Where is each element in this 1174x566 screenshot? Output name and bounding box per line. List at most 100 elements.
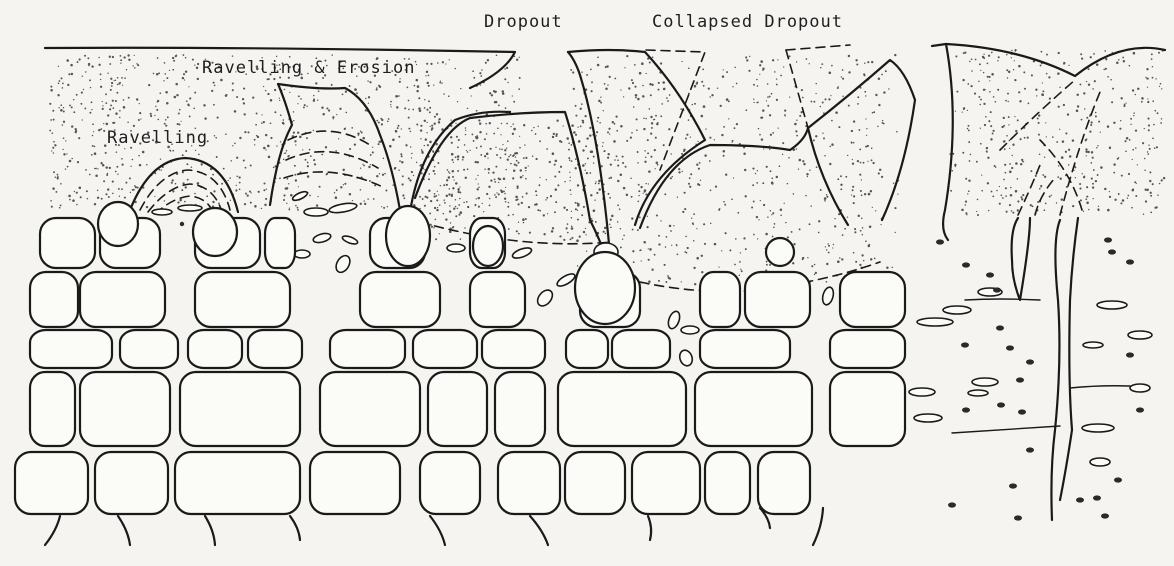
stipple-dot <box>662 81 665 84</box>
stipple-dot <box>648 183 649 184</box>
stipple-dot <box>67 84 69 86</box>
stipple-dot <box>579 236 581 238</box>
stipple-dot <box>1038 114 1040 116</box>
stipple-dot <box>864 193 866 195</box>
stipple-dot <box>1081 119 1083 121</box>
stipple-dot <box>1068 149 1070 151</box>
stipple-dot <box>666 236 668 238</box>
stipple-dot <box>1163 177 1165 179</box>
stipple-dot <box>703 105 706 108</box>
stipple-dot <box>1061 156 1064 159</box>
stipple-dot <box>494 194 496 196</box>
stipple-dot <box>336 114 337 115</box>
stipple-dot <box>218 203 220 205</box>
stipple-dot <box>577 204 580 207</box>
stipple-dot <box>381 119 383 121</box>
stipple-dot <box>183 182 185 184</box>
stipple-dot <box>983 103 985 105</box>
stipple-dot <box>117 84 119 86</box>
stipple-dot <box>682 171 683 172</box>
stipple-dot <box>597 121 598 122</box>
stipple-dot <box>609 224 611 226</box>
stipple-dot <box>75 128 77 130</box>
stipple-dot <box>473 77 475 79</box>
stipple-dot <box>593 209 596 212</box>
stipple-dot <box>851 143 852 144</box>
stipple-dot <box>859 148 861 150</box>
stipple-dot <box>265 90 267 92</box>
stipple-dot <box>720 105 722 107</box>
stipple-dot <box>568 157 570 159</box>
stipple-dot <box>1147 118 1149 120</box>
stipple-dot <box>658 82 660 84</box>
stipple-dot <box>372 151 374 153</box>
void-dot <box>961 342 969 347</box>
stipple-dot <box>805 195 807 197</box>
stipple-dot <box>703 85 705 87</box>
stipple-dot <box>820 106 822 108</box>
stipple-dot <box>97 190 99 192</box>
stipple-dot <box>688 119 690 121</box>
stipple-dot <box>763 204 765 206</box>
stipple-dot <box>875 210 876 211</box>
stipple-dot <box>734 67 736 69</box>
stipple-dot <box>484 138 486 140</box>
stipple-dot <box>600 96 601 97</box>
stipple-dot <box>643 241 646 244</box>
rock-block <box>248 330 302 368</box>
stipple-dot <box>856 64 858 66</box>
stipple-dot <box>842 96 844 98</box>
stipple-dot <box>519 57 520 58</box>
stipple-dot <box>50 119 52 121</box>
stipple-dot <box>569 160 570 161</box>
stipple-dot <box>309 149 311 151</box>
stipple-dot <box>446 179 448 181</box>
stipple-dot <box>555 160 558 163</box>
stipple-dot <box>543 214 545 216</box>
stipple-dot <box>1067 113 1069 115</box>
stipple-dot <box>1046 73 1048 75</box>
stipple-dot <box>684 251 686 253</box>
stipple-dot <box>299 136 302 139</box>
stipple-dot <box>774 71 776 73</box>
stipple-dot <box>607 131 609 133</box>
stipple-dot <box>821 63 823 65</box>
stipple-dot <box>641 62 644 65</box>
stipple-dot <box>643 128 645 130</box>
stipple-dot <box>194 92 196 94</box>
stipple-dot <box>623 96 624 97</box>
stipple-dot <box>982 56 984 58</box>
stipple-dot <box>757 170 758 171</box>
stipple-dot <box>187 179 189 181</box>
stipple-dot <box>411 157 412 158</box>
stipple-dot <box>976 211 977 212</box>
stipple-dot <box>175 83 178 86</box>
stipple-dot <box>523 124 525 126</box>
stipple-dot <box>424 99 425 100</box>
stipple-dot <box>118 82 120 84</box>
stipple-dot <box>189 97 191 99</box>
rock-block <box>830 330 905 368</box>
stipple-dot <box>1157 112 1159 114</box>
rock-block <box>558 372 686 446</box>
stipple-dot <box>703 223 705 225</box>
stipple-dot <box>650 132 652 134</box>
stipple-dot <box>313 98 315 100</box>
stipple-dot <box>655 137 657 139</box>
stipple-dot <box>854 231 856 233</box>
stipple-dot <box>1072 205 1074 207</box>
stipple-dot <box>503 191 505 193</box>
stipple-dot <box>376 175 378 177</box>
stipple-dot <box>1076 94 1078 96</box>
stipple-dot <box>572 71 574 73</box>
stipple-dot <box>287 178 289 180</box>
stipple-dot <box>996 190 998 192</box>
stipple-dot <box>683 150 685 152</box>
stipple-dot <box>998 56 1000 58</box>
stipple-dot <box>693 213 695 215</box>
stipple-dot <box>304 104 306 106</box>
stipple-dot <box>457 188 459 190</box>
stipple-dot <box>411 153 412 154</box>
stipple-dot <box>214 85 216 87</box>
pebble <box>1082 424 1114 432</box>
